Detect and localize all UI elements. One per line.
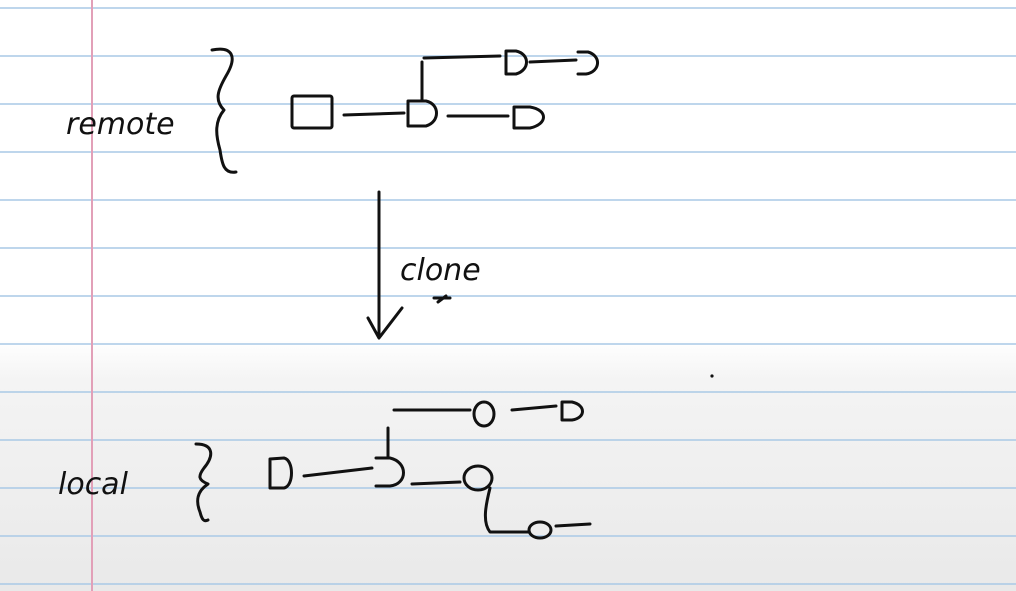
ruled-lines [0,7,1016,585]
remote-commit-root [290,94,334,130]
remote-label: remote [66,107,175,142]
remote-commit-top-2 [576,50,599,76]
local-commit-root [268,456,293,490]
local-commit-top-2 [560,400,584,422]
local-commit-branch [374,456,405,488]
remote-commit-bottom [512,105,545,130]
remote-edge-2 [422,54,502,60]
local-commit-tail [527,520,553,540]
local-edge-6 [554,522,592,528]
local-brace [194,442,213,523]
remote-edge-3 [528,58,578,64]
remote-commit-top-1 [504,49,528,76]
local-edge-4 [410,480,462,486]
remote-brace [210,47,238,174]
remote-edge-1 [342,111,406,117]
local-commit-top-1 [472,400,496,428]
clone-arrow-head [366,306,404,340]
local-commit-new [462,464,494,492]
clone-arrow-label: clone [400,253,481,288]
local-edge-5 [483,486,530,534]
remote-commit-branch [406,99,438,128]
local-label: local [58,467,129,502]
stray-mark [432,294,452,304]
local-edge-3 [510,404,558,412]
stray-dot [710,374,714,378]
local-edge-1 [302,466,374,478]
